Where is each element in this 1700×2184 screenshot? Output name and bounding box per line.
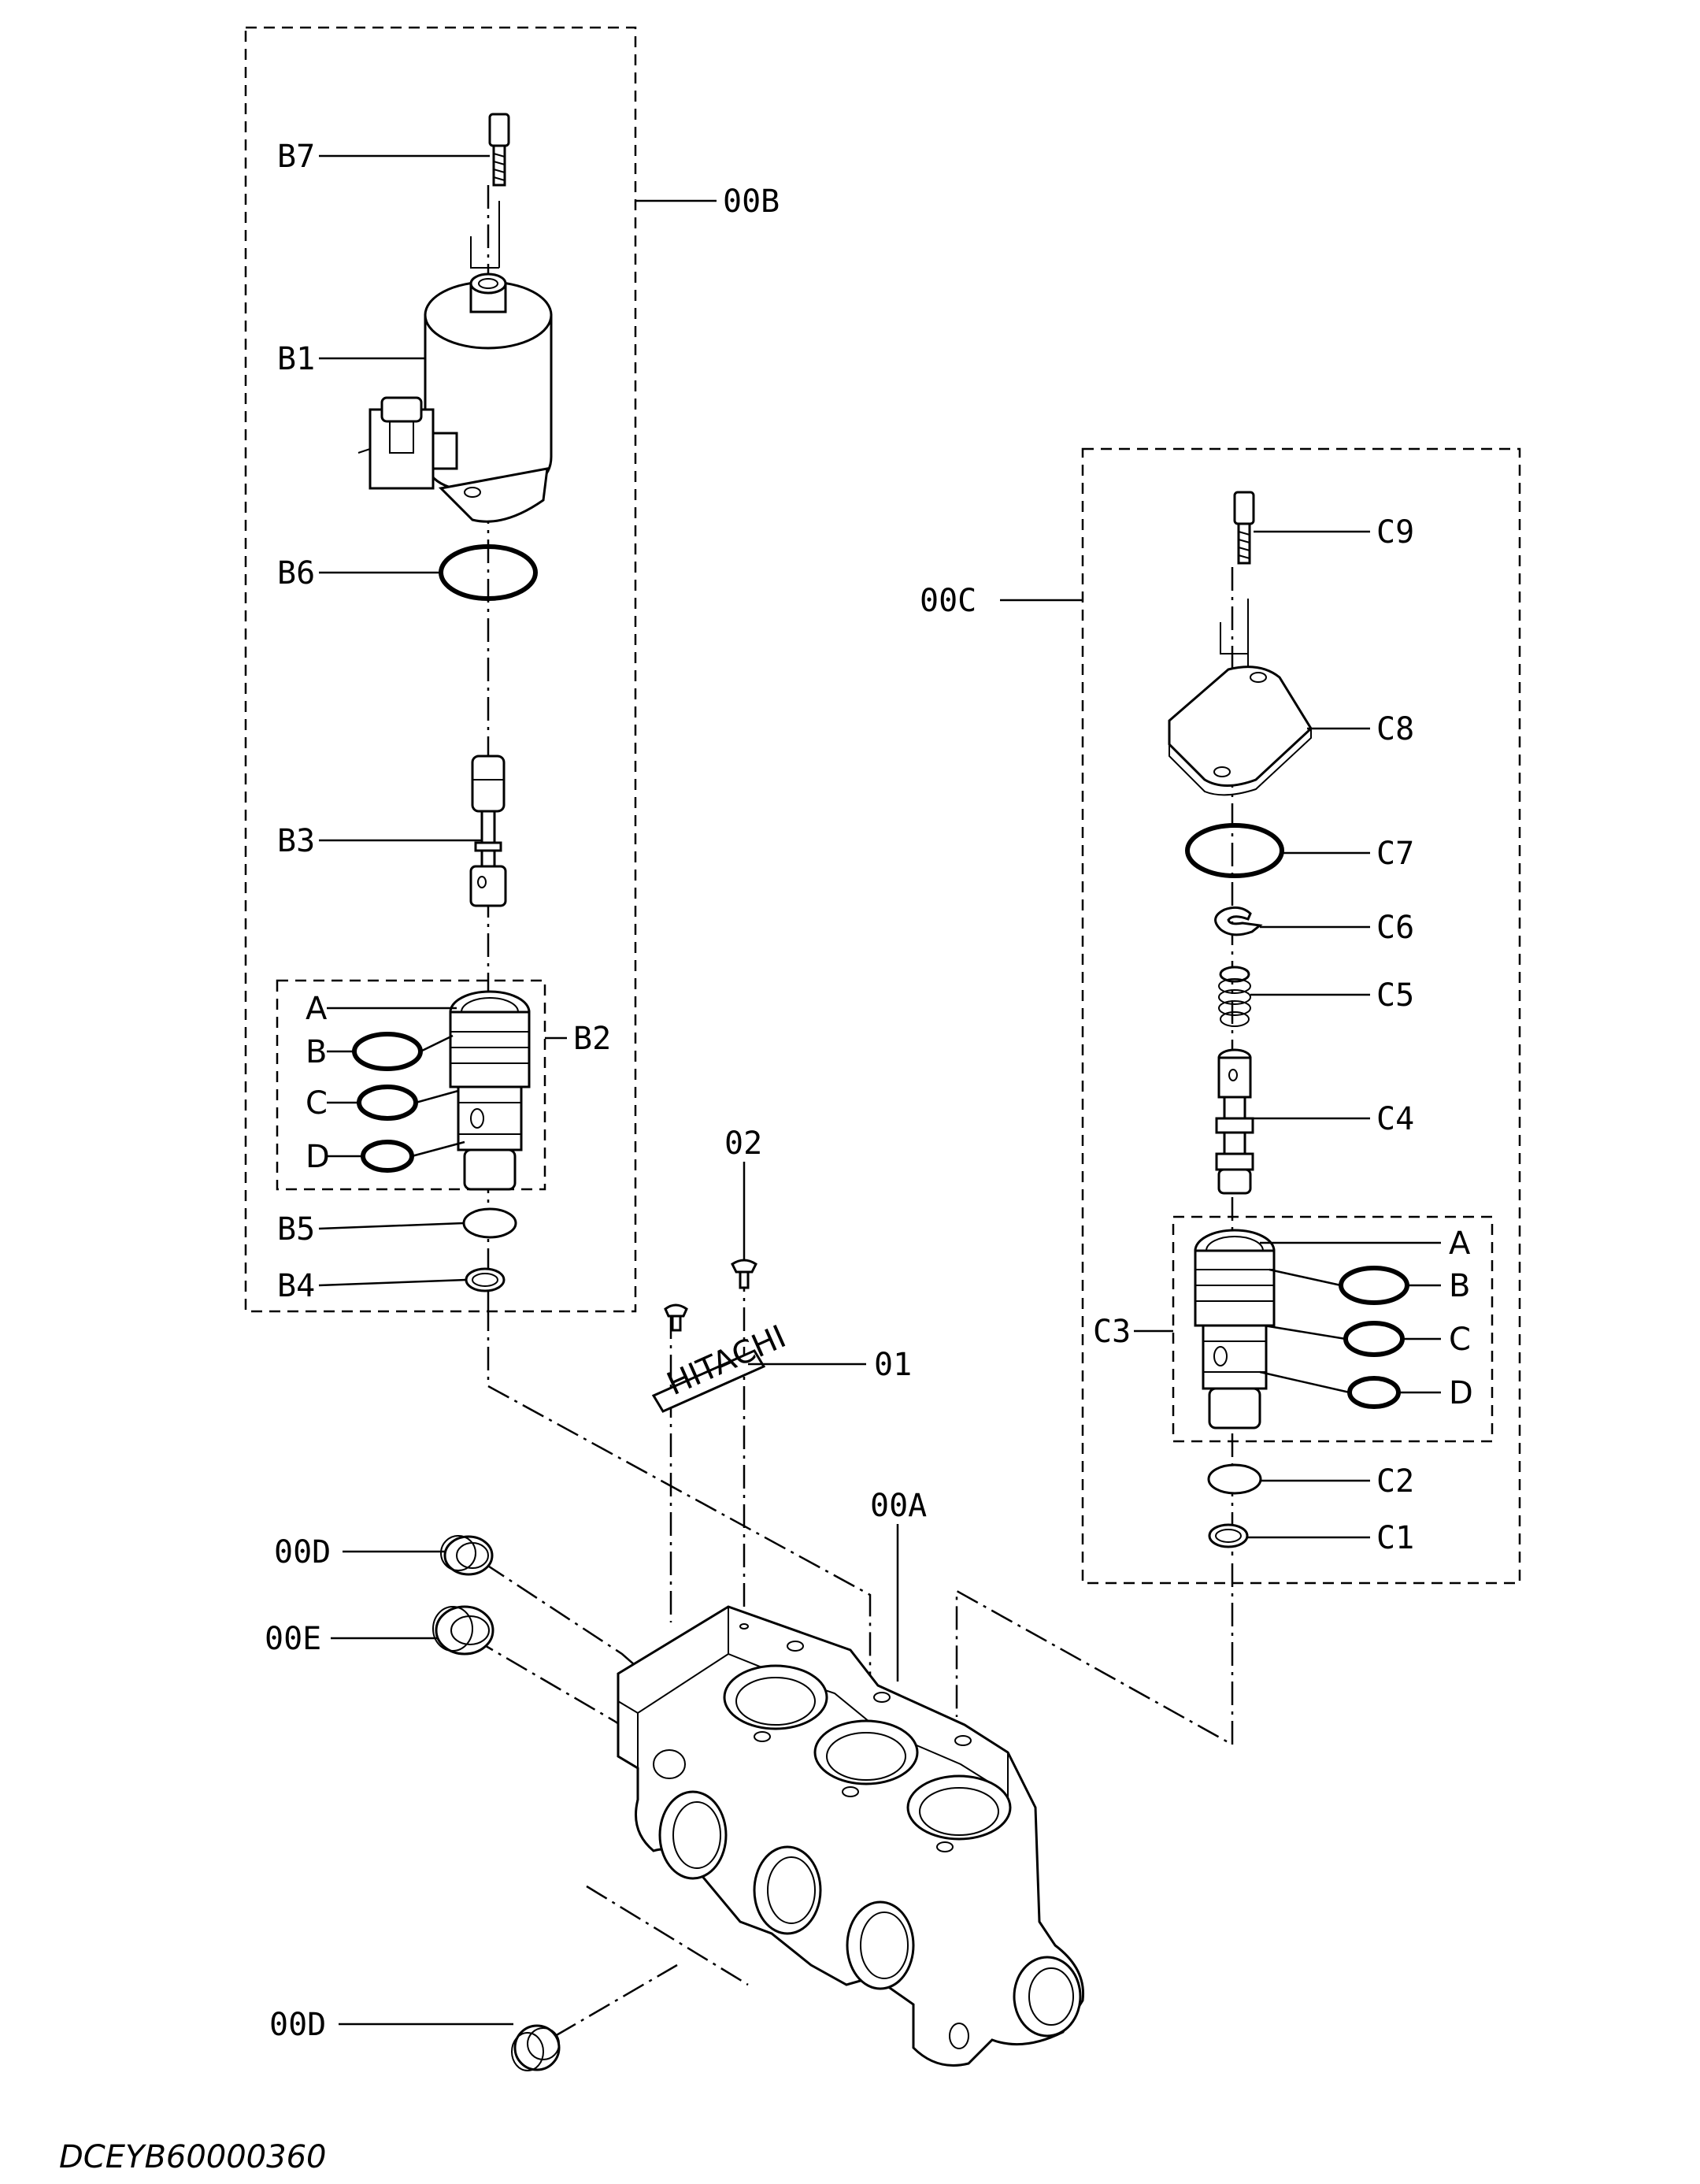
plug-00d-bottom — [511, 2024, 561, 2071]
label-b2-b: B — [306, 1034, 327, 1070]
oring-c7 — [1185, 823, 1284, 878]
label-c6: C6 — [1376, 910, 1414, 946]
group-00b-box — [244, 26, 637, 1313]
label-02: 02 — [724, 1125, 762, 1162]
label-b2-d: D — [306, 1139, 330, 1175]
label-00e: 00E — [265, 1621, 321, 1657]
label-c4: C4 — [1376, 1101, 1414, 1137]
valve-c3 — [1194, 1229, 1276, 1429]
label-b1: B1 — [277, 341, 315, 377]
label-c9: C9 — [1376, 514, 1414, 551]
label-c3-b: B — [1449, 1268, 1470, 1304]
label-b4: B4 — [277, 1268, 315, 1304]
label-00a: 00A — [870, 1488, 927, 1524]
cover-plate-c8 — [1168, 666, 1313, 796]
label-b5: B5 — [277, 1211, 315, 1248]
valve-body-00a — [617, 1605, 1085, 2067]
valve-b2 — [449, 990, 531, 1191]
label-c3-c: C — [1449, 1322, 1471, 1358]
oring-b2c — [357, 1085, 418, 1121]
spool-c4 — [1215, 1048, 1254, 1195]
snap-ring-c1 — [1208, 1523, 1249, 1548]
screw-02 — [664, 1259, 757, 1332]
label-b7: B7 — [277, 139, 315, 175]
label-c3-d: D — [1449, 1375, 1473, 1411]
label-c5: C5 — [1376, 977, 1414, 1014]
label-c3-a: A — [1449, 1225, 1471, 1262]
label-00d-top: 00D — [274, 1534, 331, 1570]
solenoid-b1 — [357, 273, 553, 523]
group-b2-box — [276, 979, 546, 1191]
clip-c6 — [1214, 906, 1263, 936]
label-c2: C2 — [1376, 1463, 1414, 1500]
plug-00e — [432, 1605, 494, 1656]
label-c7: C7 — [1376, 836, 1414, 872]
oring-c3b — [1339, 1266, 1409, 1305]
oring-b2b — [352, 1032, 423, 1071]
label-b2-c: C — [306, 1085, 328, 1122]
spring-c5 — [1218, 966, 1251, 1027]
group-00c-box — [1081, 447, 1521, 1585]
label-b2: B2 — [573, 1021, 611, 1057]
label-c1: C1 — [1376, 1520, 1414, 1556]
label-b2-a: A — [306, 991, 328, 1027]
disc-b5 — [462, 1207, 517, 1239]
label-01: 01 — [874, 1347, 912, 1383]
oring-b2d — [361, 1140, 414, 1173]
bolt-c9 — [1233, 491, 1255, 565]
bolt-b7 — [488, 113, 510, 187]
label-b6: B6 — [277, 555, 315, 591]
disc-c2 — [1207, 1463, 1262, 1495]
drawing-code: DCEYB60000360 — [59, 2139, 326, 2175]
label-00b: 00B — [723, 184, 780, 220]
label-b3: B3 — [277, 823, 315, 859]
label-c8: C8 — [1376, 711, 1414, 747]
oring-c3d — [1347, 1376, 1401, 1409]
label-00c: 00C — [920, 583, 976, 619]
label-00d-bottom: 00D — [269, 2007, 326, 2043]
spool-b3 — [469, 755, 507, 907]
plug-00d-top — [440, 1535, 494, 1576]
oring-c3c — [1343, 1321, 1405, 1357]
label-c3: C3 — [1093, 1314, 1131, 1350]
